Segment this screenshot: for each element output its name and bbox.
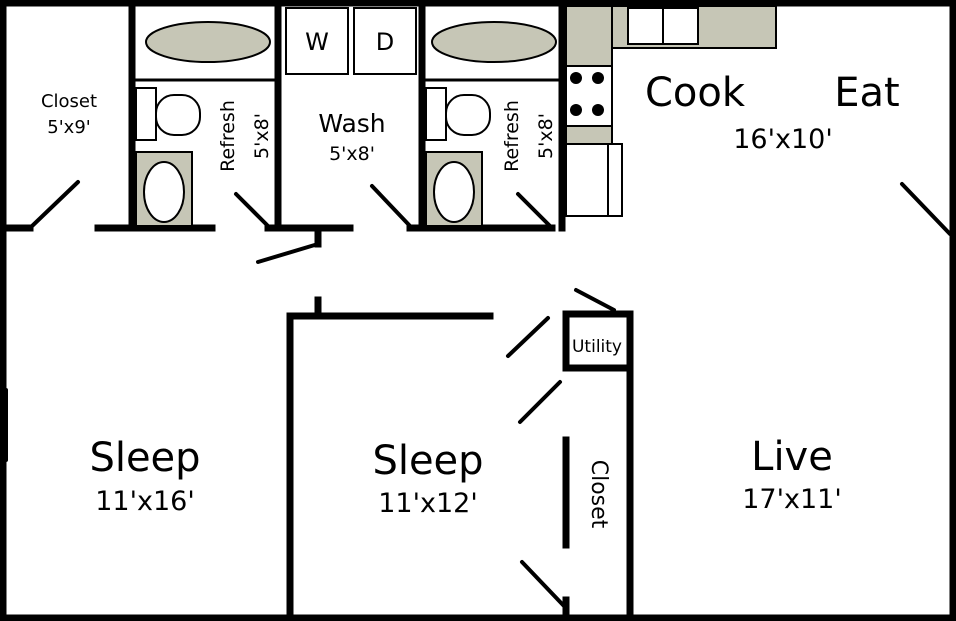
utility-name: Utility xyxy=(572,337,622,357)
dryer-label: D xyxy=(376,28,394,56)
fixtures: W D xyxy=(135,5,777,227)
vanity-2-icon xyxy=(425,87,447,141)
doors xyxy=(4,180,952,608)
refresh-2-door xyxy=(516,192,552,228)
eat-name: Eat xyxy=(834,70,899,116)
closet-2-door-top xyxy=(518,380,562,424)
utility-door xyxy=(574,288,616,312)
live-size: 17'x11' xyxy=(742,484,842,515)
bathtub-2-icon xyxy=(431,21,557,63)
bathtub-1-icon xyxy=(145,21,271,63)
closet-2-name: Closet xyxy=(586,460,611,529)
hall-door xyxy=(256,242,320,264)
cook-name: Cook xyxy=(645,70,746,116)
wash-size: 5'x8' xyxy=(329,143,375,165)
refresh-2-size: 5'x8' xyxy=(535,113,557,159)
bedroom-2-door xyxy=(506,316,550,358)
room-labels: Closet 5'x9' Refresh 5'x8' Wash 5'x8' Re… xyxy=(41,70,900,529)
refresh-2-name: Refresh xyxy=(501,100,523,172)
closet-1-name: Closet xyxy=(41,91,97,112)
closet-1-size: 5'x9' xyxy=(47,117,90,138)
closet-door xyxy=(28,180,80,230)
sleep-1-name: Sleep xyxy=(89,435,200,481)
sleep-2-name: Sleep xyxy=(372,438,483,484)
toilet-1-icon xyxy=(155,94,201,136)
washer-label: W xyxy=(305,28,329,56)
vanity-1-icon xyxy=(135,87,157,141)
refresh-1-name: Refresh xyxy=(217,100,239,172)
wash-name: Wash xyxy=(318,109,385,138)
dryer-icon xyxy=(353,7,417,75)
washer-icon xyxy=(285,7,349,75)
sleep-1-size: 11'x16' xyxy=(95,486,195,517)
wash-door xyxy=(370,184,412,228)
kitchen-door xyxy=(900,182,952,236)
refrigerator-icon xyxy=(565,143,623,217)
cook-eat-size: 16'x10' xyxy=(733,124,833,155)
refresh-1-door xyxy=(234,192,270,228)
live-name: Live xyxy=(751,434,833,480)
sleep-2-size: 11'x12' xyxy=(378,488,478,519)
toilet-2-icon xyxy=(445,94,491,136)
refresh-1-size: 5'x8' xyxy=(251,113,273,159)
closet-2-door-bottom xyxy=(520,560,566,608)
